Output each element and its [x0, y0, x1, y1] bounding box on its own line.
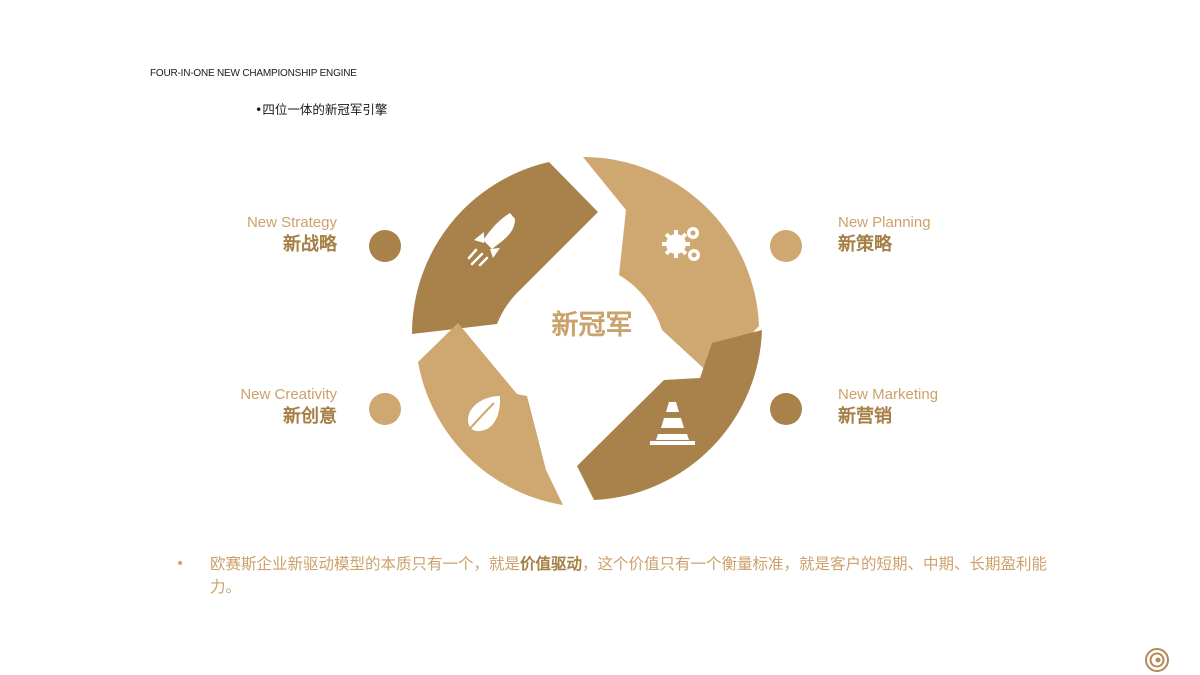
segment-planning	[583, 156, 759, 376]
label-strategy-en: New Strategy	[246, 214, 337, 231]
dot-strategy	[369, 230, 401, 262]
label-creativity: New Creativity 新创意	[117, 386, 337, 428]
leaf-icon	[465, 396, 501, 434]
label-marketing-cn: 新营销	[838, 406, 892, 427]
label-planning-cn: 新策略	[838, 234, 892, 255]
segment-strategy	[411, 162, 598, 334]
gears-icon	[662, 227, 700, 261]
rocket-icon	[467, 213, 515, 267]
description-after: ，这个价值只有一个衡量标准，就是客户的短期、中期、长期盈利能力。	[210, 555, 1048, 596]
dot-planning	[770, 230, 802, 262]
traffic-cone-icon	[650, 402, 695, 445]
dot-creativity	[369, 393, 401, 425]
description-highlight: 价值驱动	[520, 555, 583, 573]
dot-marketing	[770, 393, 802, 425]
description-text: 欧赛斯企业新驱动模型的本质只有一个，就是价值驱动，这个价值只有一个衡量标准，就是…	[210, 553, 1070, 599]
segment-marketing	[577, 330, 762, 500]
header-title-en: FOUR-IN-ONE NEW CHAMPIONSHIP ENGINE	[150, 68, 357, 79]
label-creativity-cn: 新创意	[283, 406, 337, 427]
label-planning: New Planning 新策略	[838, 214, 1058, 256]
label-planning-en: New Planning	[838, 214, 931, 231]
description-before: 欧赛斯企业新驱动模型的本质只有一个，就是	[210, 555, 521, 573]
label-creativity-en: New Creativity	[240, 386, 337, 403]
label-marketing: New Marketing 新营销	[838, 386, 1058, 428]
label-strategy: New Strategy 新战略	[117, 214, 337, 256]
description-bullet: •	[176, 556, 185, 572]
spiral-logo-icon	[1145, 648, 1169, 672]
center-label: 新冠军	[552, 309, 633, 341]
label-strategy-cn: 新战略	[283, 234, 337, 255]
header-title-cn: •四位一体的新冠军引擎	[255, 102, 388, 117]
label-marketing-en: New Marketing	[838, 386, 939, 403]
